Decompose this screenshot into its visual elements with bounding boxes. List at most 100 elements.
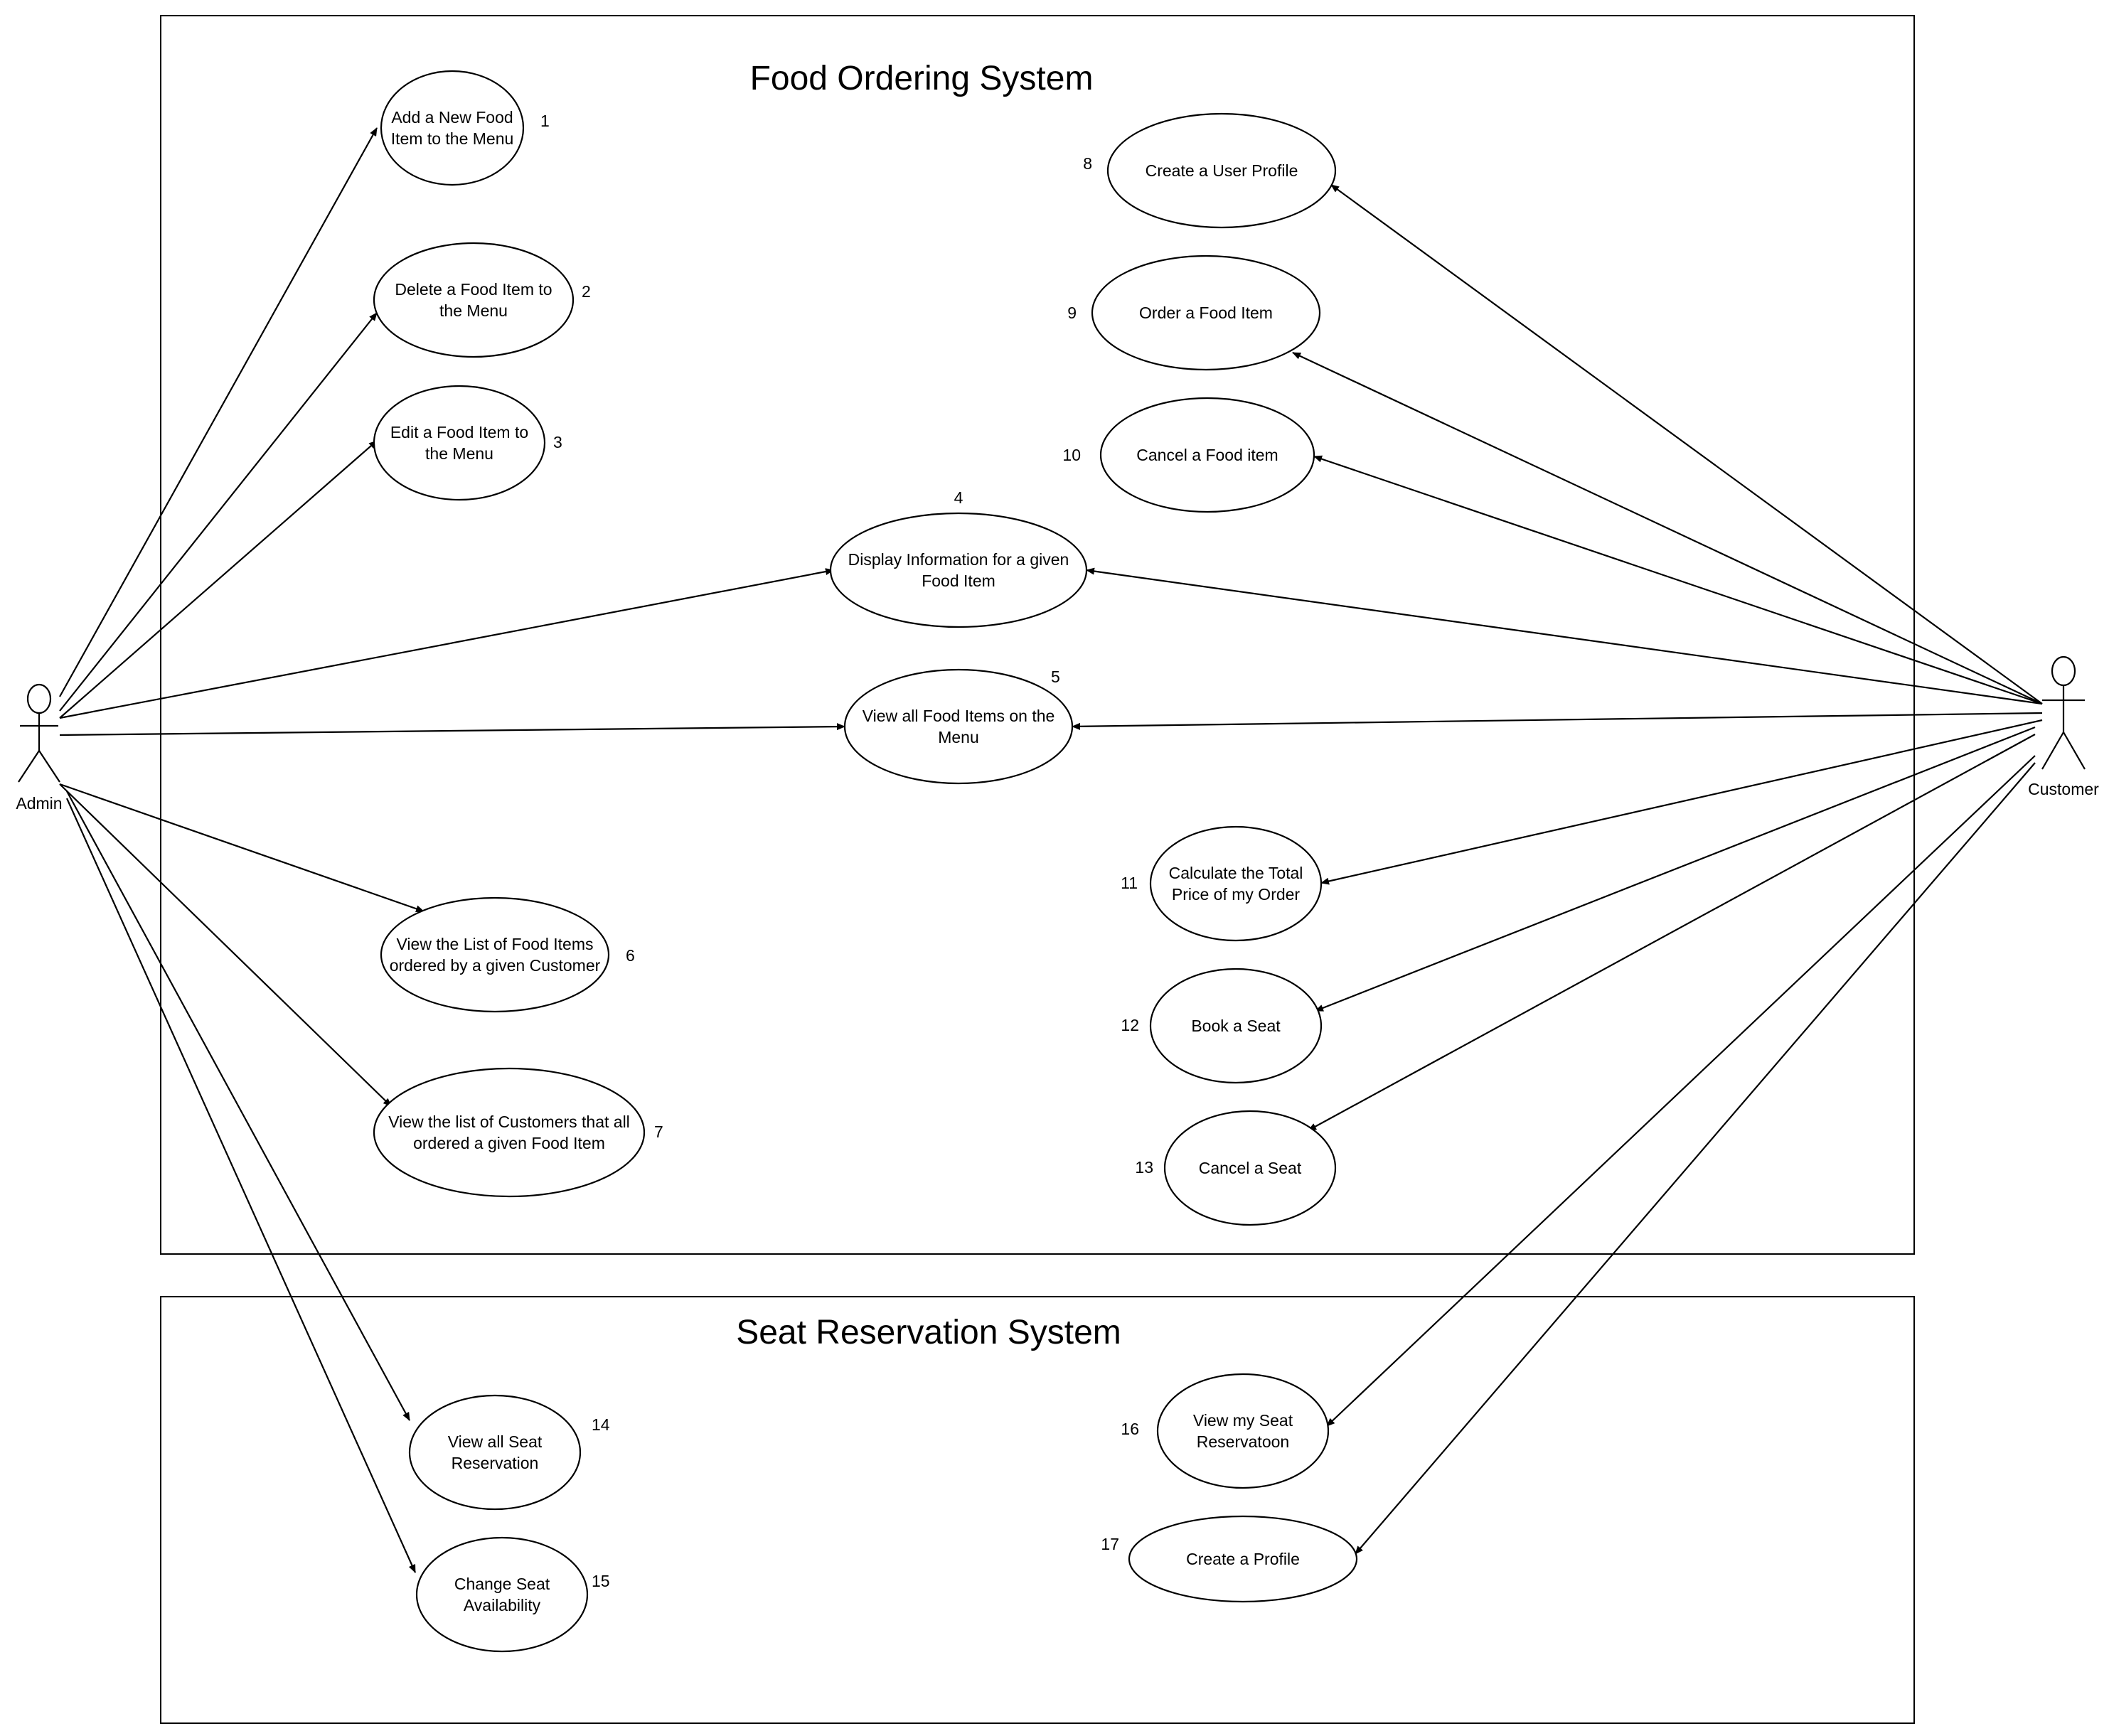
use-case-2-number: 2 (582, 282, 591, 301)
use-case-17-ellipse (1128, 1515, 1358, 1603)
use-case-2-label: Delete a Food Item to (395, 280, 552, 299)
use-case-12-number: 12 (1121, 1016, 1139, 1034)
use-case-17[interactable]: Create a Profile 17 (1101, 1515, 1358, 1603)
use-case-16-ellipse (1156, 1373, 1330, 1489)
food-ordering-system-boundary (160, 15, 1915, 1255)
customer-head (2051, 655, 2076, 687)
use-case-6-label: View the List of Food Items (397, 935, 594, 953)
admin-to-use-case-7-association (59, 783, 392, 1107)
admin-to-use-case-6-association (59, 783, 425, 913)
use-case-14-label: Reservation (452, 1454, 539, 1472)
use-case-2-ellipse (373, 242, 575, 358)
customer-left-leg (2041, 732, 2064, 770)
use-case-17-number: 17 (1101, 1535, 1119, 1553)
use-case-4-label: Display Information for a given (848, 550, 1069, 569)
admin-head (26, 683, 52, 714)
customer-to-use-case-17-association (1355, 762, 2036, 1555)
seat-reservation-system-boundary (160, 1296, 1915, 1724)
admin-left-leg (18, 750, 40, 783)
use-case-4-number: 4 (954, 488, 963, 507)
use-case-5-number: 5 (1051, 668, 1060, 686)
customer-to-use-case-11-association (1320, 719, 2043, 885)
use-case-17-label: Create a Profile (1186, 1550, 1300, 1568)
use-case-11-label: Price of my Order (1172, 885, 1301, 904)
use-case-8-number: 8 (1083, 154, 1092, 173)
use-case-12[interactable]: Book a Seat 12 (1121, 968, 1323, 1084)
use-case-6-ellipse (380, 896, 610, 1013)
food-ordering-system-title: Food Ordering System (750, 60, 1094, 97)
use-case-11-ellipse (1149, 825, 1323, 942)
admin-right-leg (38, 750, 60, 783)
use-case-5-ellipse (843, 668, 1074, 785)
customer-label: Customer (2028, 780, 2099, 798)
use-case-5-label: View all Food Items on the (863, 707, 1055, 725)
admin-to-use-case-3-association (59, 440, 378, 719)
use-case-9-label: Order a Food Item (1139, 304, 1273, 322)
admin-to-use-case-2-association (59, 312, 378, 712)
customer-to-use-case-10-association (1313, 455, 2043, 705)
use-case-12-label: Book a Seat (1191, 1017, 1281, 1035)
use-case-1-label: Item to the Menu (391, 129, 514, 148)
customer-to-use-case-9-association (1292, 352, 2043, 704)
use-case-14-label: View all Seat (448, 1432, 543, 1451)
use-case-10-ellipse (1099, 397, 1315, 513)
use-case-10-label: Cancel a Food item (1136, 446, 1278, 464)
admin-label: Admin (16, 794, 62, 813)
use-case-15-label: Availability (464, 1596, 541, 1614)
use-case-3[interactable]: Edit a Food Item to the Menu 3 (373, 385, 562, 501)
admin-to-use-case-14-association (66, 791, 410, 1421)
customer-to-use-case-8-association (1330, 184, 2043, 704)
use-case-13[interactable]: Cancel a Seat 13 (1135, 1110, 1337, 1226)
use-case-1-label: Add a New Food (391, 108, 513, 127)
customer-actor[interactable]: Customer (2028, 655, 2099, 798)
use-case-14-number: 14 (592, 1415, 610, 1434)
use-case-7-label: ordered a given Food Item (413, 1134, 605, 1152)
admin-to-use-case-15-association (65, 798, 417, 1573)
use-case-16-label: View my Seat (1193, 1411, 1293, 1430)
use-case-11-label: Calculate the Total (1169, 864, 1303, 882)
use-case-3-number: 3 (553, 433, 562, 451)
customer-to-use-case-5-association (1072, 712, 2043, 730)
admin-to-use-case-4-association (59, 568, 834, 719)
use-case-7[interactable]: View the list of Customers that all order… (373, 1067, 663, 1198)
use-case-15-label: Change Seat (454, 1575, 550, 1593)
admin-actor[interactable]: Admin (16, 683, 63, 813)
use-case-15-number: 15 (592, 1572, 610, 1590)
use-case-3-label: Edit a Food Item to (390, 423, 528, 441)
use-case-15-ellipse (415, 1536, 589, 1653)
use-case-7-ellipse (373, 1067, 646, 1198)
use-case-13-number: 13 (1135, 1158, 1153, 1177)
customer-right-leg (2063, 732, 2086, 770)
admin-to-use-case-5-association (59, 723, 845, 736)
use-case-9-ellipse (1091, 254, 1321, 371)
use-case-6-number: 6 (626, 946, 635, 965)
use-case-3-label: the Menu (425, 444, 493, 463)
use-case-5-label: Menu (938, 728, 979, 746)
use-case-16-label: Reservatoon (1197, 1432, 1289, 1451)
use-case-2[interactable]: Delete a Food Item to the Menu 2 (373, 242, 591, 358)
use-case-1-number: 1 (540, 112, 550, 130)
use-case-13-label: Cancel a Seat (1199, 1159, 1302, 1177)
use-case-13-ellipse (1163, 1110, 1337, 1226)
use-case-8-ellipse (1106, 112, 1337, 229)
use-case-7-number: 7 (654, 1122, 663, 1141)
use-case-7-label: View the list of Customers that all (388, 1113, 630, 1131)
use-case-2-label: the Menu (439, 301, 508, 320)
customer-to-use-case-13-association (1308, 734, 2036, 1131)
customer-to-use-case-4-association (1086, 567, 2043, 705)
associations (59, 127, 2043, 1573)
customer-to-use-case-12-association (1315, 726, 2036, 1012)
